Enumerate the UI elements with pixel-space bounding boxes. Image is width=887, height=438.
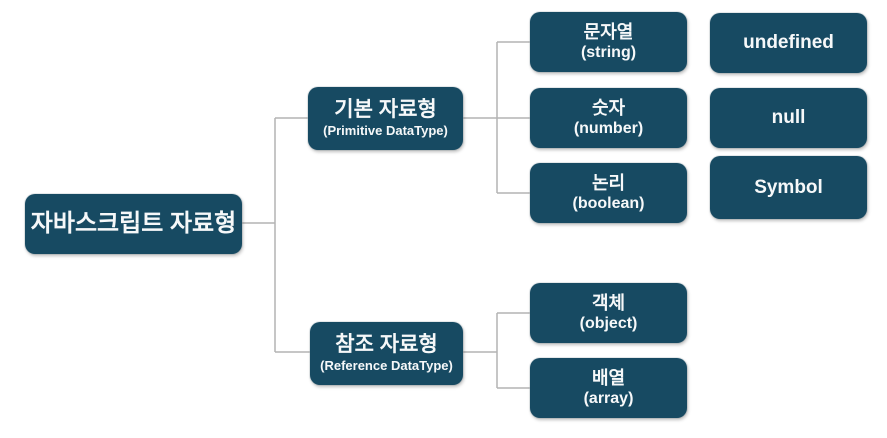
node-primitive-datatype-sublabel: (Primitive DataType) [323,122,448,138]
node-array: 배열 (array) [530,358,687,418]
node-array-label: 배열 [591,367,626,388]
node-object-sublabel: (object) [579,314,638,332]
node-symbol: Symbol [710,156,867,219]
node-string-sublabel: (string) [580,43,637,61]
node-reference-datatype: 참조 자료형 (Reference DataType) [310,322,463,385]
node-string: 문자열 (string) [530,12,687,72]
node-undefined: undefined [710,13,867,73]
node-number-sublabel: (number) [573,119,644,137]
node-primitive-datatype: 기본 자료형 (Primitive DataType) [308,87,463,150]
node-null: null [710,88,867,148]
node-symbol-label: Symbol [754,176,823,198]
node-object: 객체 (object) [530,283,687,343]
node-array-sublabel: (array) [583,389,634,407]
node-javascript-datatype-label: 자바스크립트 자료형 [30,210,237,238]
node-primitive-datatype-label: 기본 자료형 [334,98,437,122]
node-number: 숫자 (number) [530,88,687,148]
node-string-label: 문자열 [583,21,634,42]
node-null-label: null [771,107,806,129]
node-undefined-label: undefined [743,32,834,54]
node-boolean-label: 논리 [591,172,626,193]
node-boolean: 논리 (boolean) [530,163,687,223]
node-boolean-sublabel: (boolean) [572,194,645,212]
node-object-label: 객체 [591,292,626,313]
node-reference-datatype-sublabel: (Reference DataType) [320,357,453,373]
node-number-label: 숫자 [591,97,626,118]
node-reference-datatype-label: 참조 자료형 [335,333,438,357]
node-javascript-datatype: 자바스크립트 자료형 [25,194,242,254]
